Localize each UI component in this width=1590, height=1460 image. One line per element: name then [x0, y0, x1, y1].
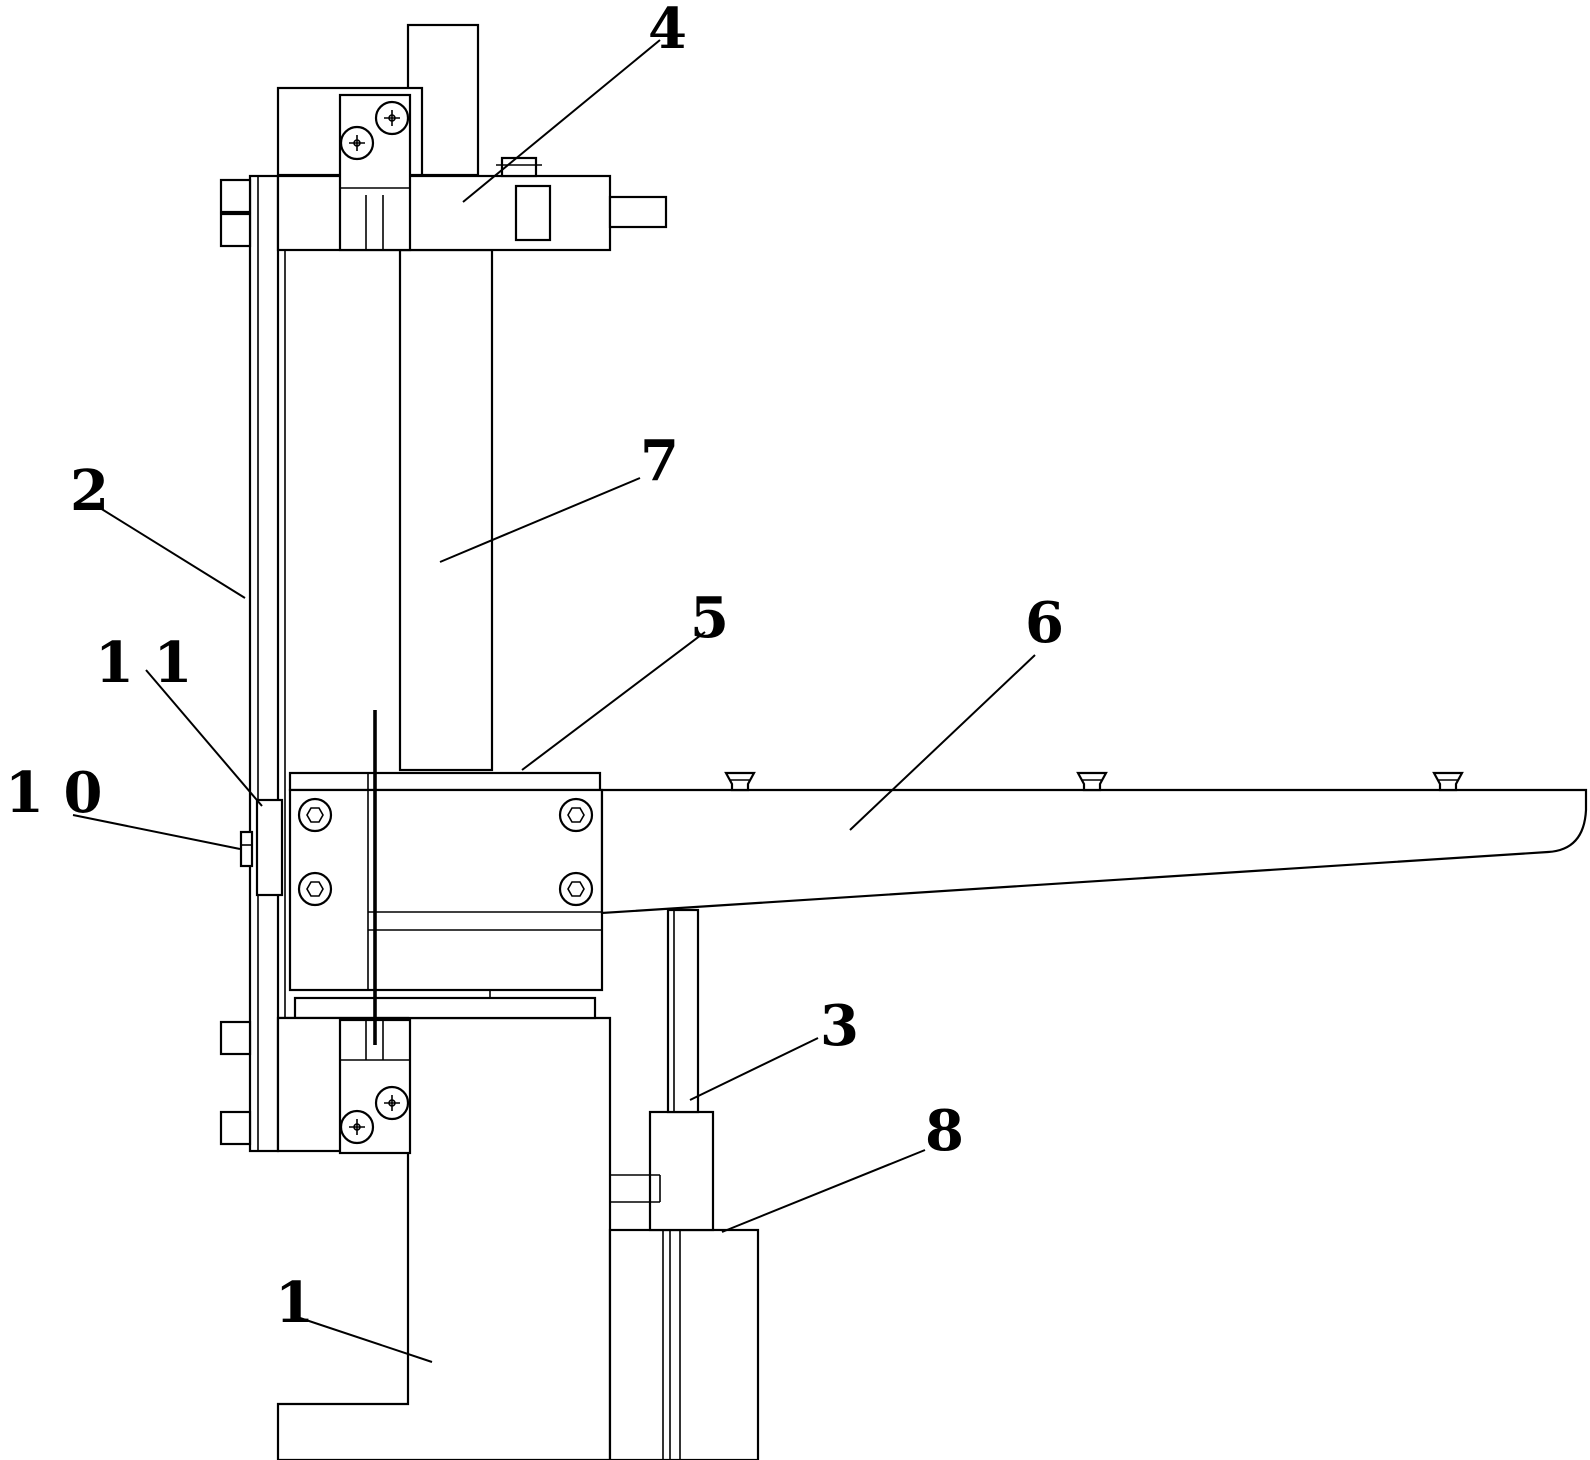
bottom-clamp	[276, 1016, 412, 1155]
phillips-screw-icon	[339, 125, 375, 161]
callout-labels: 1 2 3 4 5 6 7 8 1 0 1 1	[5, 0, 1064, 1336]
countersunk-screw-icon	[1076, 771, 1108, 792]
phillips-screw-icon	[374, 100, 410, 136]
part-6-arm	[600, 788, 1588, 915]
part-11-clamp	[255, 798, 284, 897]
hex-socket-bolt-icon	[558, 871, 594, 907]
callout-7: 7	[640, 428, 679, 494]
phillips-screw-icon	[339, 1109, 375, 1145]
part-8-block	[608, 1110, 760, 1460]
phillips-screw-icon	[374, 1085, 410, 1121]
callout-5: 5	[690, 585, 729, 651]
countersunk-screw-icon	[1432, 771, 1464, 792]
callout-3: 3	[820, 993, 859, 1059]
part-4-top-block	[276, 23, 668, 252]
hex-socket-bolt-icon	[558, 797, 594, 833]
part-5-slider	[288, 771, 604, 998]
part-3-rod	[666, 908, 700, 1114]
callout-11: 1 1	[95, 630, 192, 696]
part-2-plate	[219, 174, 280, 1153]
hex-socket-bolt-icon	[297, 797, 333, 833]
callout-8: 8	[925, 1098, 964, 1164]
callout-6: 6	[1025, 590, 1064, 656]
countersunk-screw-icon	[724, 771, 756, 792]
callout-10: 1 0	[5, 760, 102, 826]
callout-1: 1	[275, 1270, 314, 1336]
leader-lines	[72, 39, 1036, 1363]
hex-socket-bolt-icon	[297, 871, 333, 907]
part-7-column	[284, 248, 597, 1020]
callout-2: 2	[70, 458, 109, 524]
part-10-pin	[239, 830, 254, 868]
callout-4: 4	[648, 0, 687, 62]
